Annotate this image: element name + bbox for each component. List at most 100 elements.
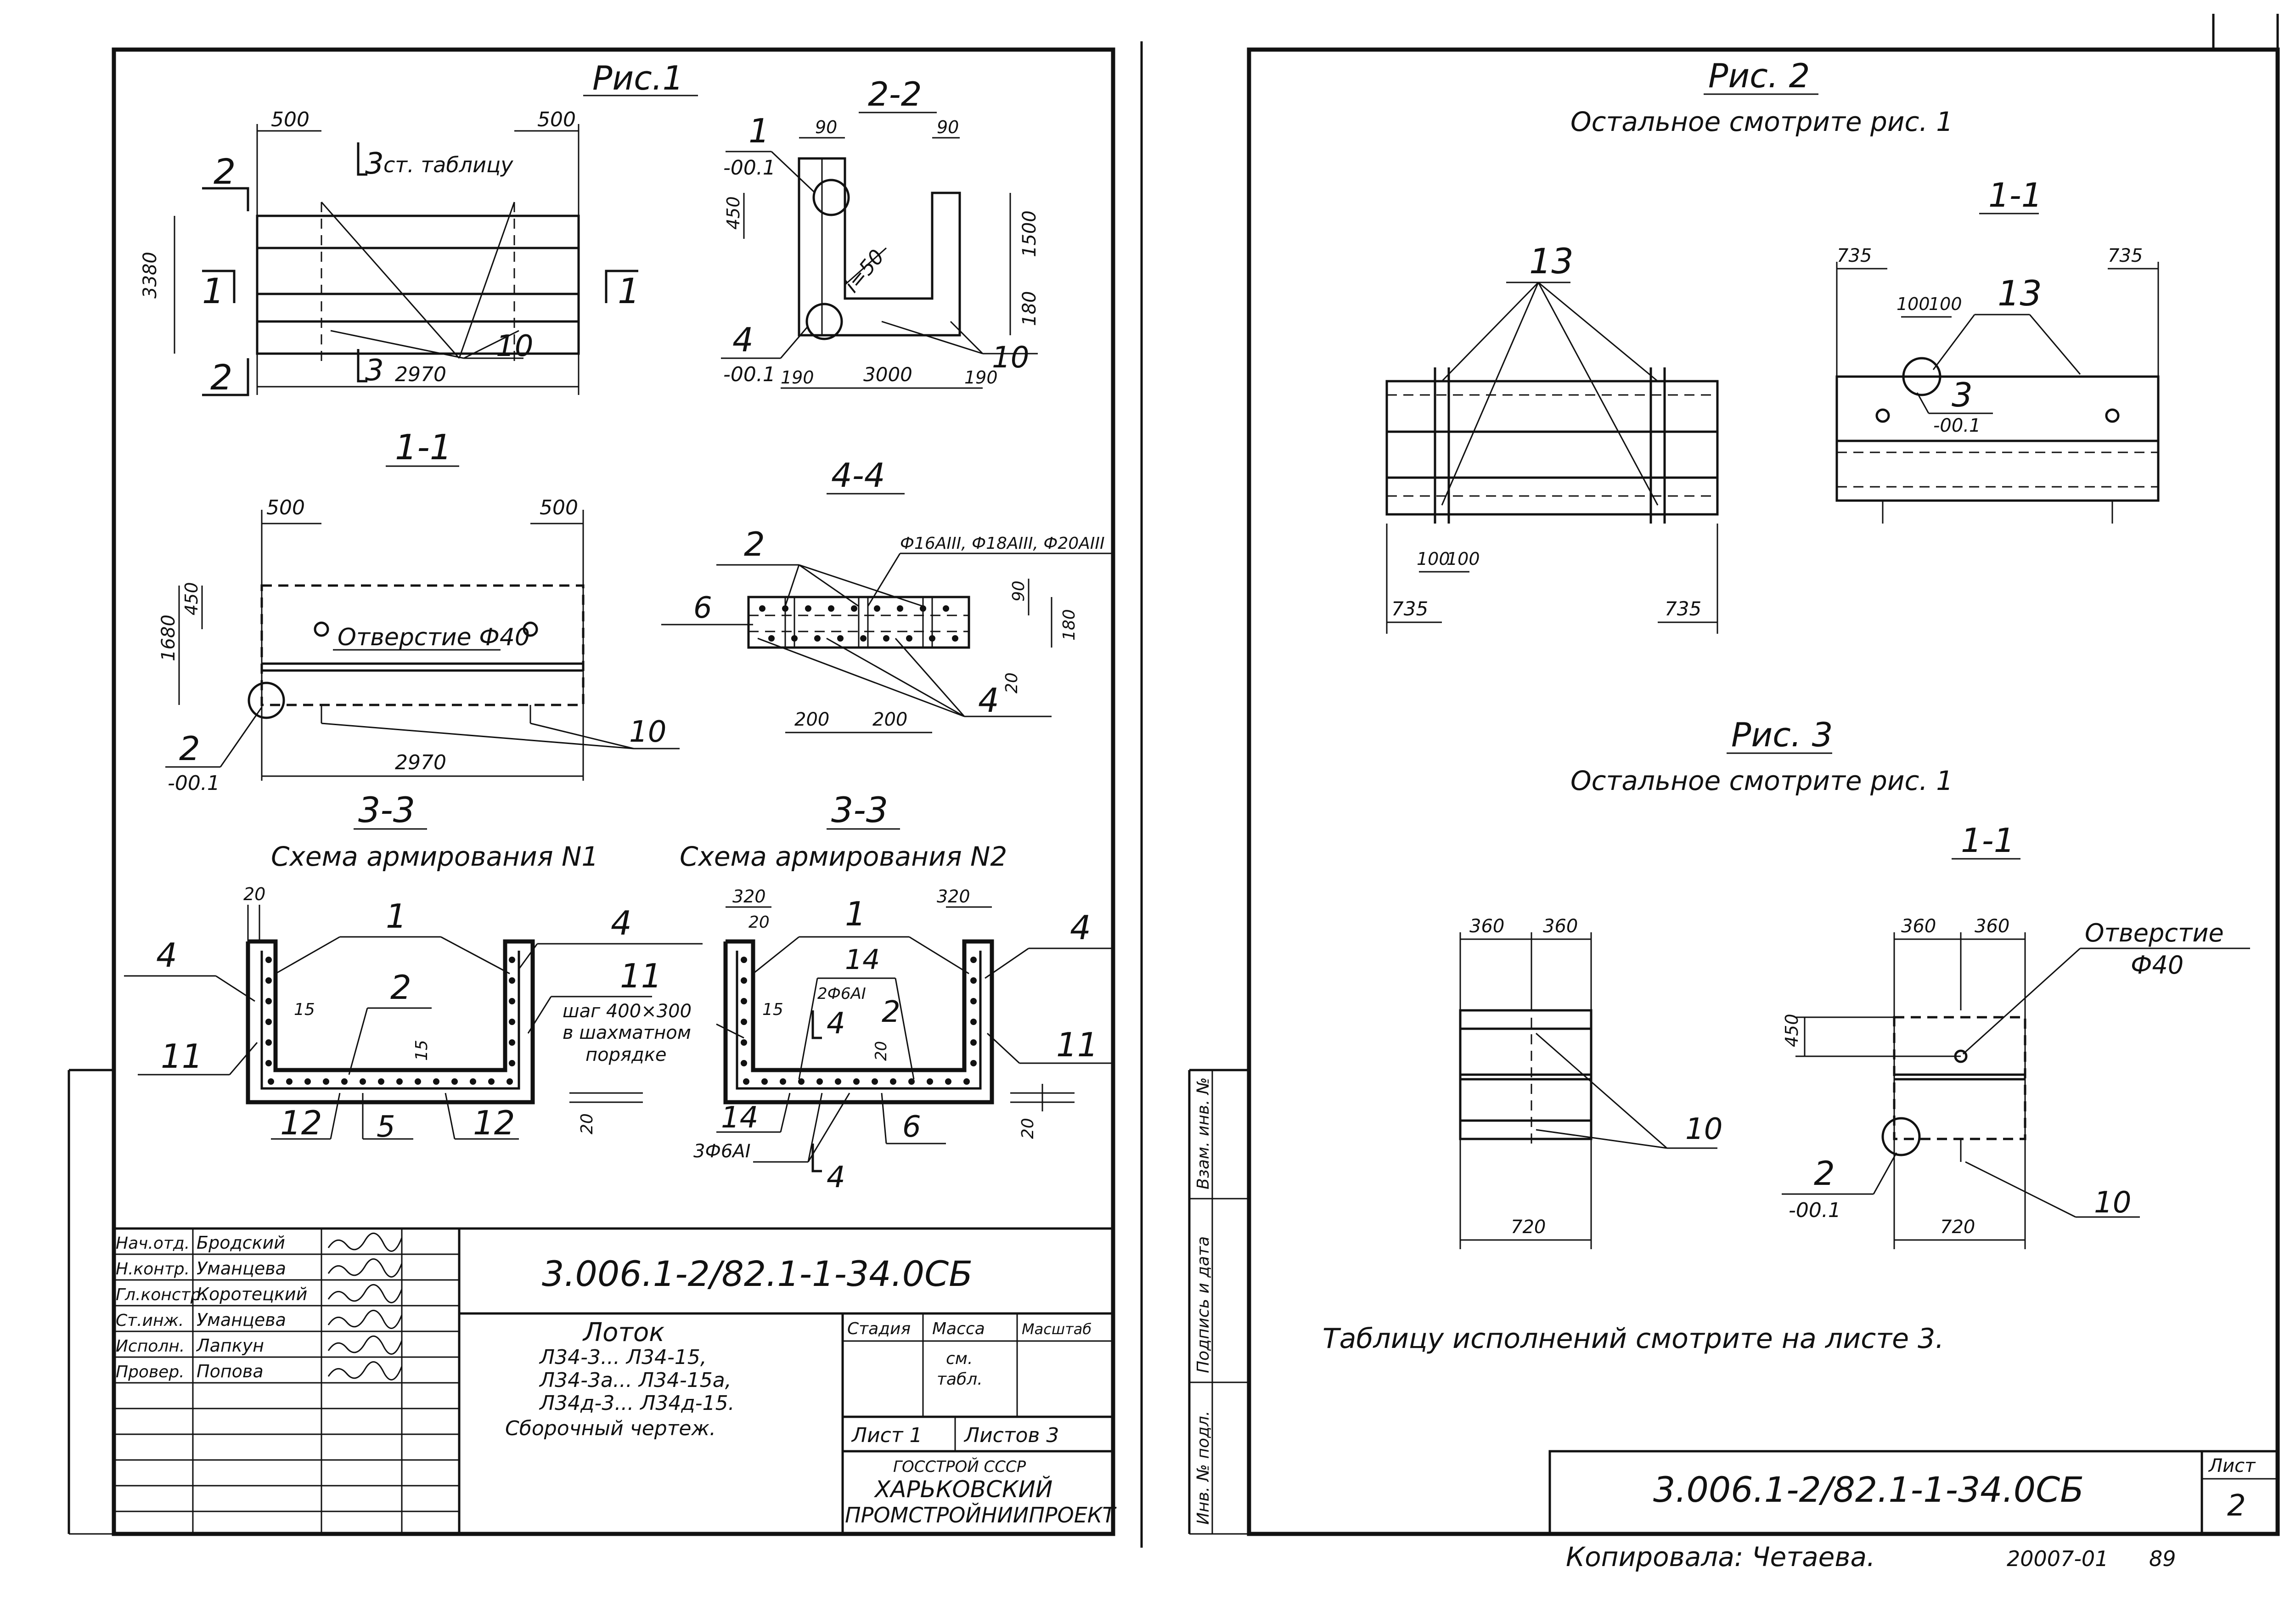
rebar-dot bbox=[741, 1060, 747, 1066]
s33b-mesh1: шаг 400×300 bbox=[563, 1001, 692, 1022]
rebar-dot bbox=[805, 605, 811, 612]
rebar-dot bbox=[945, 1078, 951, 1085]
signature bbox=[327, 1232, 403, 1252]
s33a-subtitle: Схема армирования N1 bbox=[271, 841, 598, 872]
s33b-d20: 20 bbox=[748, 913, 770, 932]
tb-sheet: Лист 1 bbox=[851, 1424, 922, 1447]
fig2-pos13: 13 bbox=[1529, 241, 1574, 282]
s22-d90b: 90 bbox=[937, 117, 959, 137]
tb-name1: Лоток bbox=[582, 1318, 664, 1347]
tb-role: Нач.отд. bbox=[116, 1234, 190, 1253]
rebar-dot bbox=[814, 635, 821, 642]
s44-d200b: 200 bbox=[872, 709, 907, 730]
s11-d1680: 1680 bbox=[158, 614, 179, 661]
section-3-3-n2: 3-3 Схема армирования N2 320 20 320 1 15… bbox=[563, 789, 1111, 1195]
rebar-dot bbox=[791, 635, 798, 642]
rebar-dot bbox=[883, 635, 889, 642]
fig3: Рис. 3 Остальное смотрите рис. 1 1-1 360… bbox=[1459, 716, 2250, 1249]
rebar-dot bbox=[378, 1078, 384, 1085]
s22-lvl4: -00.1 bbox=[723, 363, 776, 386]
s44-d20: 20 bbox=[1002, 672, 1021, 693]
s22-d190a: 190 bbox=[781, 367, 814, 388]
fig3b-hole2: Ф40 bbox=[2131, 951, 2183, 980]
dim-3380: 3380 bbox=[140, 252, 161, 299]
tb-person: Уманцева bbox=[197, 1310, 286, 1330]
rebar-dot bbox=[509, 977, 515, 984]
rebar-dot bbox=[970, 1060, 977, 1066]
rebar-dot bbox=[970, 1039, 977, 1046]
rebar-dot bbox=[874, 605, 880, 612]
s33b-cut-top: 4 bbox=[827, 1007, 845, 1041]
s33a-d20: 20 bbox=[243, 884, 265, 904]
archive-no: 20007-01 bbox=[2007, 1546, 2108, 1571]
signature bbox=[327, 1284, 403, 1303]
fig2-s11-d100a: 100 bbox=[1896, 294, 1930, 314]
rebar-dot bbox=[872, 1078, 878, 1085]
s33b-pos14b: 14 bbox=[721, 1101, 758, 1135]
s33b-d320b: 320 bbox=[937, 886, 970, 907]
fig3a-d360b: 360 bbox=[1543, 916, 1578, 937]
section-4-4: 4-4 Ф16АIII, Ф18АIII, Ф20АIII 2 6 4 20 2… bbox=[661, 456, 1111, 733]
s33b-pos2: 2 bbox=[882, 995, 900, 1029]
signature bbox=[327, 1335, 403, 1355]
s11-d500a: 500 bbox=[266, 496, 305, 519]
fig3b-d360a: 360 bbox=[1901, 916, 1936, 937]
sec-mark-1-right: 1 bbox=[618, 270, 640, 311]
side-inv: Инв. № подл. bbox=[1194, 1411, 1213, 1525]
s33b-pos1: 1 bbox=[845, 895, 866, 933]
section-3-3-n1: 3-3 Схема армирования N1 20 1 4 15 11 2 … bbox=[124, 789, 703, 1144]
rebar-dot bbox=[451, 1078, 458, 1085]
tb-name3: Л34-3а... Л34-15а, bbox=[539, 1369, 732, 1392]
rebar-dot bbox=[952, 635, 958, 642]
fig3-title: Рис. 3 bbox=[1731, 716, 1833, 754]
s44-pos6: 6 bbox=[693, 591, 712, 625]
signature bbox=[327, 1361, 403, 1381]
s33a-d15b: 15 bbox=[412, 1040, 431, 1061]
rebar-dot bbox=[943, 605, 949, 612]
s33b-pos4b: 4 bbox=[1070, 908, 1091, 947]
dim-500-left: 500 bbox=[271, 108, 310, 131]
s33b-pos11b: 11 bbox=[1056, 1026, 1098, 1064]
rebar-dot bbox=[782, 605, 788, 612]
tb-person: Бродский bbox=[197, 1233, 285, 1253]
rebar-dot bbox=[927, 1078, 933, 1085]
fig1-plan: Рис.1 10 500 500 2970 3380 2 2 1 1 3 ст. bbox=[140, 59, 698, 398]
s44-d180: 180 bbox=[1060, 609, 1079, 641]
tb-role: Исполн. bbox=[116, 1337, 185, 1356]
s11-title: 1-1 bbox=[395, 427, 452, 468]
dim-500-right: 500 bbox=[537, 108, 576, 131]
rebar-dot bbox=[759, 605, 765, 612]
fig2-s11-d735a: 735 bbox=[1837, 245, 1872, 266]
side-vzam: Взам. инв. № bbox=[1194, 1077, 1213, 1189]
s22-d190b: 190 bbox=[964, 367, 998, 388]
fig3b-d450: 450 bbox=[1782, 1014, 1802, 1047]
fig2-s11-pos3: 3 bbox=[1952, 376, 1973, 414]
rebar-dot bbox=[798, 1078, 805, 1085]
table-note: Таблицу исполнений смотрите на листе 3. bbox=[1322, 1323, 1944, 1355]
right-sheet-num: 2 bbox=[2227, 1489, 2246, 1523]
s22-pos10: 10 bbox=[992, 341, 1029, 375]
rebar-dot bbox=[929, 635, 935, 642]
s33b-cut-bottom: 4 bbox=[827, 1161, 845, 1195]
tb-role: Ст.инж. bbox=[116, 1311, 184, 1330]
rebar-dot bbox=[323, 1078, 329, 1085]
s33a-d20b: 20 bbox=[578, 1113, 597, 1134]
rebar-dot bbox=[741, 1039, 747, 1046]
fig2-d735b: 735 bbox=[1665, 597, 1701, 620]
s33a-pos12b: 12 bbox=[473, 1104, 515, 1142]
rebar-dot bbox=[741, 998, 747, 1004]
s44-bars: Ф16АIII, Ф18АIII, Ф20АIII bbox=[900, 534, 1105, 553]
archive-no2: 89 bbox=[2149, 1546, 2176, 1571]
tb-org3: ПРОМСТРОЙНИИПРОЕКТ bbox=[845, 1503, 1117, 1527]
rebar-dot bbox=[851, 605, 857, 612]
rebar-dot bbox=[415, 1078, 421, 1085]
s33a-pos11-right: 11 bbox=[620, 957, 662, 995]
sec-mark-1-left: 1 bbox=[202, 270, 224, 311]
s22-d3000: 3000 bbox=[863, 363, 912, 386]
tb-role: Провер. bbox=[116, 1363, 185, 1381]
side-sign: Подпись и дата bbox=[1194, 1236, 1213, 1373]
rebar-dot bbox=[741, 1019, 747, 1025]
s33a-pos1: 1 bbox=[386, 897, 407, 935]
rebar-dot bbox=[488, 1078, 495, 1085]
rebar-dot bbox=[908, 1078, 915, 1085]
